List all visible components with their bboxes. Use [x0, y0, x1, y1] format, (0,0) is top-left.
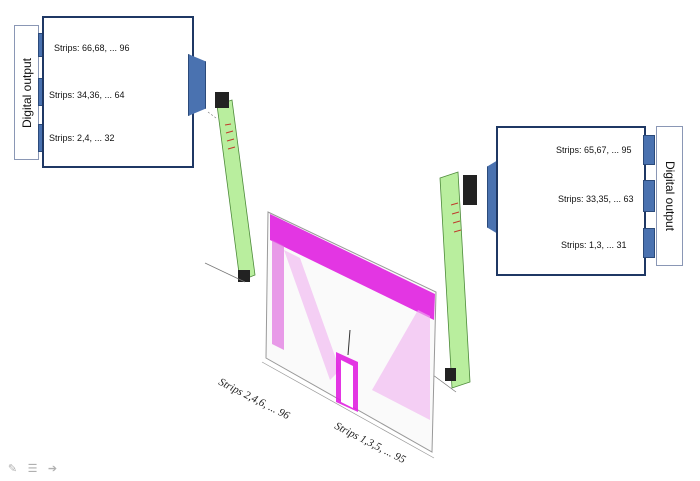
- arrow-icon[interactable]: ➔: [47, 463, 58, 475]
- menu-icon[interactable]: ☰: [27, 463, 38, 475]
- right-side-label-text: Digital output: [662, 160, 677, 232]
- pen-icon[interactable]: ✎: [7, 463, 18, 475]
- left-cable-connector: [215, 92, 229, 108]
- left-flex-cable: [204, 92, 256, 283]
- right-readout-module: Strips: 65,67, ... 95 Strips: 33,35, ...…: [496, 126, 646, 276]
- left-readout-module: Strips: 66,68, ... 96 Strips: 34,36, ...…: [42, 16, 194, 168]
- left-strip-group-1: Strips: 66,68, ... 96: [54, 43, 130, 53]
- sensor-board: [261, 211, 437, 459]
- right-strip-group-1: Strips: 65,67, ... 95: [556, 145, 632, 155]
- right-output-tab-2: [643, 180, 655, 212]
- left-digital-output-label: Digital output: [14, 25, 39, 160]
- right-strip-group-2: Strips: 33,35, ... 63: [558, 194, 634, 204]
- left-strip-group-3: Strips: 2,4, ... 32: [49, 133, 115, 143]
- right-cable-connector: [463, 175, 477, 205]
- right-strip-group-3: Strips: 1,3, ... 31: [561, 240, 627, 250]
- right-output-tab-1: [643, 135, 655, 165]
- slide-toolbar: ✎ ☰ ➔: [6, 463, 59, 475]
- left-cable-connector-tab: [188, 54, 206, 116]
- right-flex-cable: [432, 171, 477, 393]
- right-output-tab-3: [643, 228, 655, 258]
- left-strip-group-2: Strips: 34,36, ... 64: [49, 90, 125, 100]
- left-side-label-text: Digital output: [19, 57, 34, 128]
- right-digital-output-label: Digital output: [656, 126, 683, 266]
